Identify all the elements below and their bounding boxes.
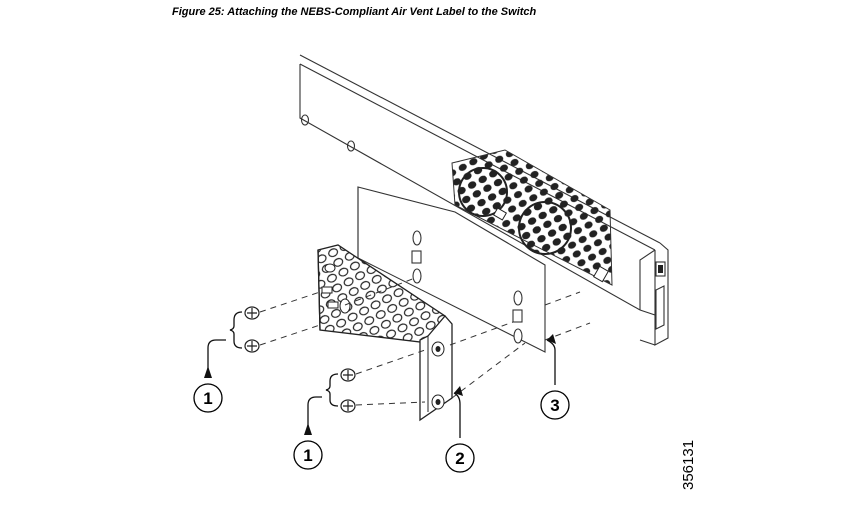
callout-1a: 1 — [193, 383, 223, 413]
mounting-bracket — [317, 244, 453, 422]
callout-3: 3 — [540, 390, 570, 420]
screws — [244, 306, 356, 413]
callout-1b: 1 — [293, 440, 323, 470]
callout-number: 1 — [303, 446, 312, 465]
figure-id: 356131 — [680, 439, 697, 490]
leader-lines — [207, 311, 556, 438]
callout-number: 3 — [550, 396, 559, 415]
callout-number: 1 — [203, 389, 212, 408]
nebs-air-vent-label — [357, 186, 546, 353]
callout-2: 2 — [445, 443, 475, 473]
figure-caption: Figure 25: Attaching the NEBS-Compliant … — [172, 6, 537, 18]
arrowheads — [204, 334, 556, 435]
switch-vent-area — [451, 149, 613, 286]
callout-number: 2 — [455, 449, 464, 468]
alignment-lines — [259, 277, 591, 406]
